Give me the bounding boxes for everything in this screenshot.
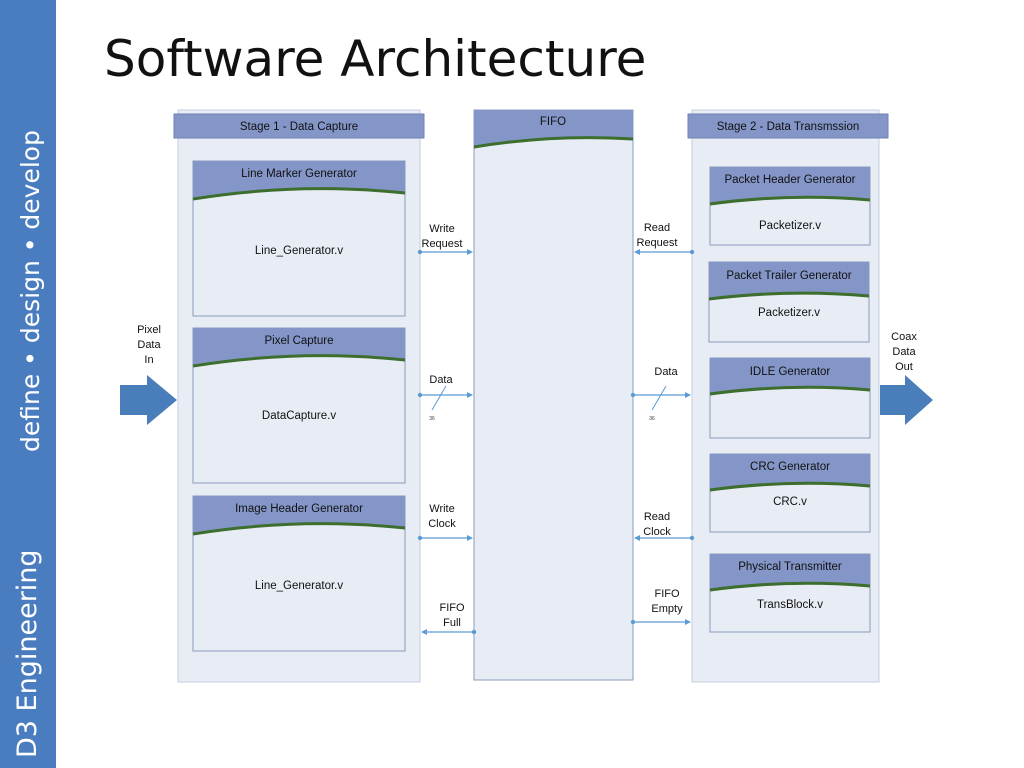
signal-label: Data xyxy=(429,374,453,386)
signal-label: Clock xyxy=(643,526,671,538)
module-file: Packetizer.v xyxy=(759,220,821,232)
stage2-header xyxy=(687,113,889,139)
module-name: Pixel Capture xyxy=(264,335,333,347)
module-name: Line Marker Generator xyxy=(241,168,357,180)
signal-label: Full xyxy=(443,617,461,629)
bus-width-label: 36 xyxy=(649,416,655,422)
module-pixel-capture: Pixel Capture DataCapture.v xyxy=(192,327,406,484)
output-label: Data xyxy=(892,346,916,358)
module-crc-generator: CRC Generator CRC.v xyxy=(709,453,871,533)
connector-read-request: Read Request xyxy=(634,222,695,255)
signal-label: Request xyxy=(637,237,678,249)
connector-fifo-empty: FIFO Empty xyxy=(630,588,691,625)
signal-label: Request xyxy=(422,238,463,250)
fifo-block: FIFO xyxy=(473,109,634,681)
connector-fifo-full: FIFO Full xyxy=(421,602,477,635)
connector-read-clock: Read Clock xyxy=(634,511,695,541)
module-name: Physical Transmitter xyxy=(738,561,842,573)
signal-label: Read xyxy=(644,222,670,234)
signal-label: Write xyxy=(429,503,454,515)
output-label: Out xyxy=(895,361,913,373)
fifo-title: FIFO xyxy=(540,116,566,128)
module-name: Packet Header Generator xyxy=(724,174,855,186)
module-file: CRC.v xyxy=(773,496,807,508)
stage2-panel: Stage 2 - Data Transmssion Packet Header… xyxy=(687,109,889,683)
module-packet-trailer-generator: Packet Trailer Generator Packetizer.v xyxy=(708,261,870,343)
module-name: Image Header Generator xyxy=(235,503,363,515)
input-arrow: Pixel Data In xyxy=(120,324,177,425)
signal-label: Data xyxy=(654,366,678,378)
input-label: Pixel xyxy=(137,324,161,336)
output-arrow: Coax Data Out xyxy=(880,331,933,425)
module-file: Line_Generator.v xyxy=(255,245,343,257)
module-file: TransBlock.v xyxy=(757,599,823,611)
module-line-marker-generator: Line Marker Generator Line_Generator.v xyxy=(192,160,406,317)
signal-label: Empty xyxy=(651,603,683,615)
bus-width-label: 36 xyxy=(429,416,435,422)
input-label: Data xyxy=(137,339,161,351)
sidebar-band: D3 Engineering define • design • develop xyxy=(0,0,56,768)
stage1-panel: Stage 1 - Data Capture Line Marker Gener… xyxy=(173,109,425,683)
module-name: IDLE Generator xyxy=(750,366,831,378)
connector-write-clock: Write Clock xyxy=(417,503,473,541)
signal-label: FIFO xyxy=(654,588,679,600)
signal-label: FIFO xyxy=(439,602,464,614)
signal-label: Read xyxy=(644,511,670,523)
signal-label: Write xyxy=(429,223,454,235)
module-name: Packet Trailer Generator xyxy=(726,270,851,282)
module-name: CRC Generator xyxy=(750,461,830,473)
module-file: Line_Generator.v xyxy=(255,580,343,592)
output-label: Coax xyxy=(891,331,917,343)
slide-title: Software Architecture xyxy=(104,30,647,88)
connector-data-out: Data 36 xyxy=(630,366,691,422)
module-physical-transmitter: Physical Transmitter TransBlock.v xyxy=(709,553,871,633)
module-packet-header-generator: Packet Header Generator Packetizer.v xyxy=(709,166,871,246)
stage1-title: Stage 1 - Data Capture xyxy=(240,121,358,133)
module-file: Packetizer.v xyxy=(758,307,820,319)
stage2-title: Stage 2 - Data Transmssion xyxy=(717,121,860,133)
signal-label: Clock xyxy=(428,518,456,530)
module-idle-generator: IDLE Generator xyxy=(709,357,871,439)
connector-write-request: Write Request xyxy=(417,223,473,255)
stage1-header xyxy=(173,113,425,139)
module-file: DataCapture.v xyxy=(262,410,336,422)
module-image-header-generator: Image Header Generator Line_Generator.v xyxy=(192,495,406,652)
connector-data-in: Data 36 xyxy=(417,374,473,422)
input-label: In xyxy=(144,354,153,366)
